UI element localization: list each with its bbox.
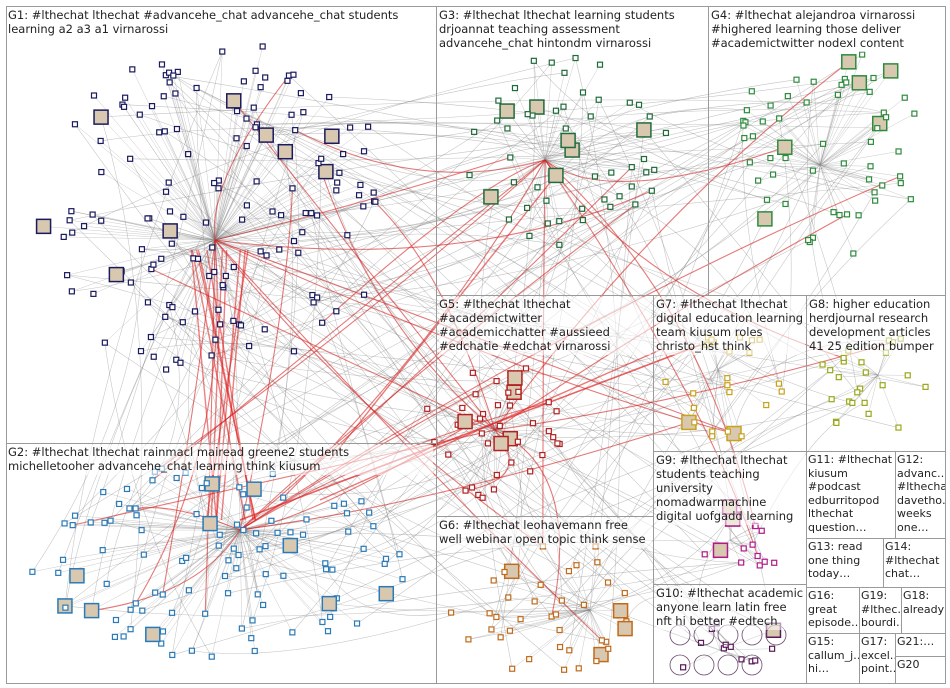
group-label-g15: G15: callum_j… hi… [808,635,859,682]
group-label-g7: G7: #lthechat lthechat digital education… [656,297,805,355]
group-label-g19: G19: #lthec… bourdi… [861,589,901,632]
group-label-g13: G13: read one thing today… [808,540,882,586]
group-label-g1: G1: #lthechat lthechat #advancehe_chat a… [8,8,433,38]
group-label-g20: G20 [897,658,945,682]
group-label-g11: G11: #lthechat kiusum #podcast edburrito… [808,453,894,537]
group-label-g9: G9: #lthechat lthechat students teaching… [656,453,805,525]
group-label-g21: G21:… [897,635,945,655]
group-label-g6: G6: #lthechat leohavemann free well webi… [439,518,652,548]
group-label-g12: G12: advanc… #lthechat davetho… weeks on… [897,453,945,537]
group-frame-g1 [6,6,437,444]
group-label-g8: G8: higher education herdjournal researc… [809,297,944,355]
group-label-g18: G18: already [903,589,945,632]
group-label-g3: G3: #lthechat lthechat learning students… [439,8,707,52]
group-label-g4: G4: #lthechat alejandroa virnarossi #hig… [711,8,943,52]
group-frame-g2 [6,443,437,684]
group-label-g17: G17: excel… point… [861,635,895,682]
group-label-g5: G5: #lthechat lthechat #academictwitter … [439,297,651,355]
group-label-g10: G10: #lthechat academic anyone learn lat… [656,586,805,630]
group-label-g16: G16: great episode… [808,589,859,632]
group-label-g14: G14: #lthechat chat… [885,540,945,586]
group-label-g2: G2: #lthechat lthechat rainmacl mairead … [8,445,433,475]
